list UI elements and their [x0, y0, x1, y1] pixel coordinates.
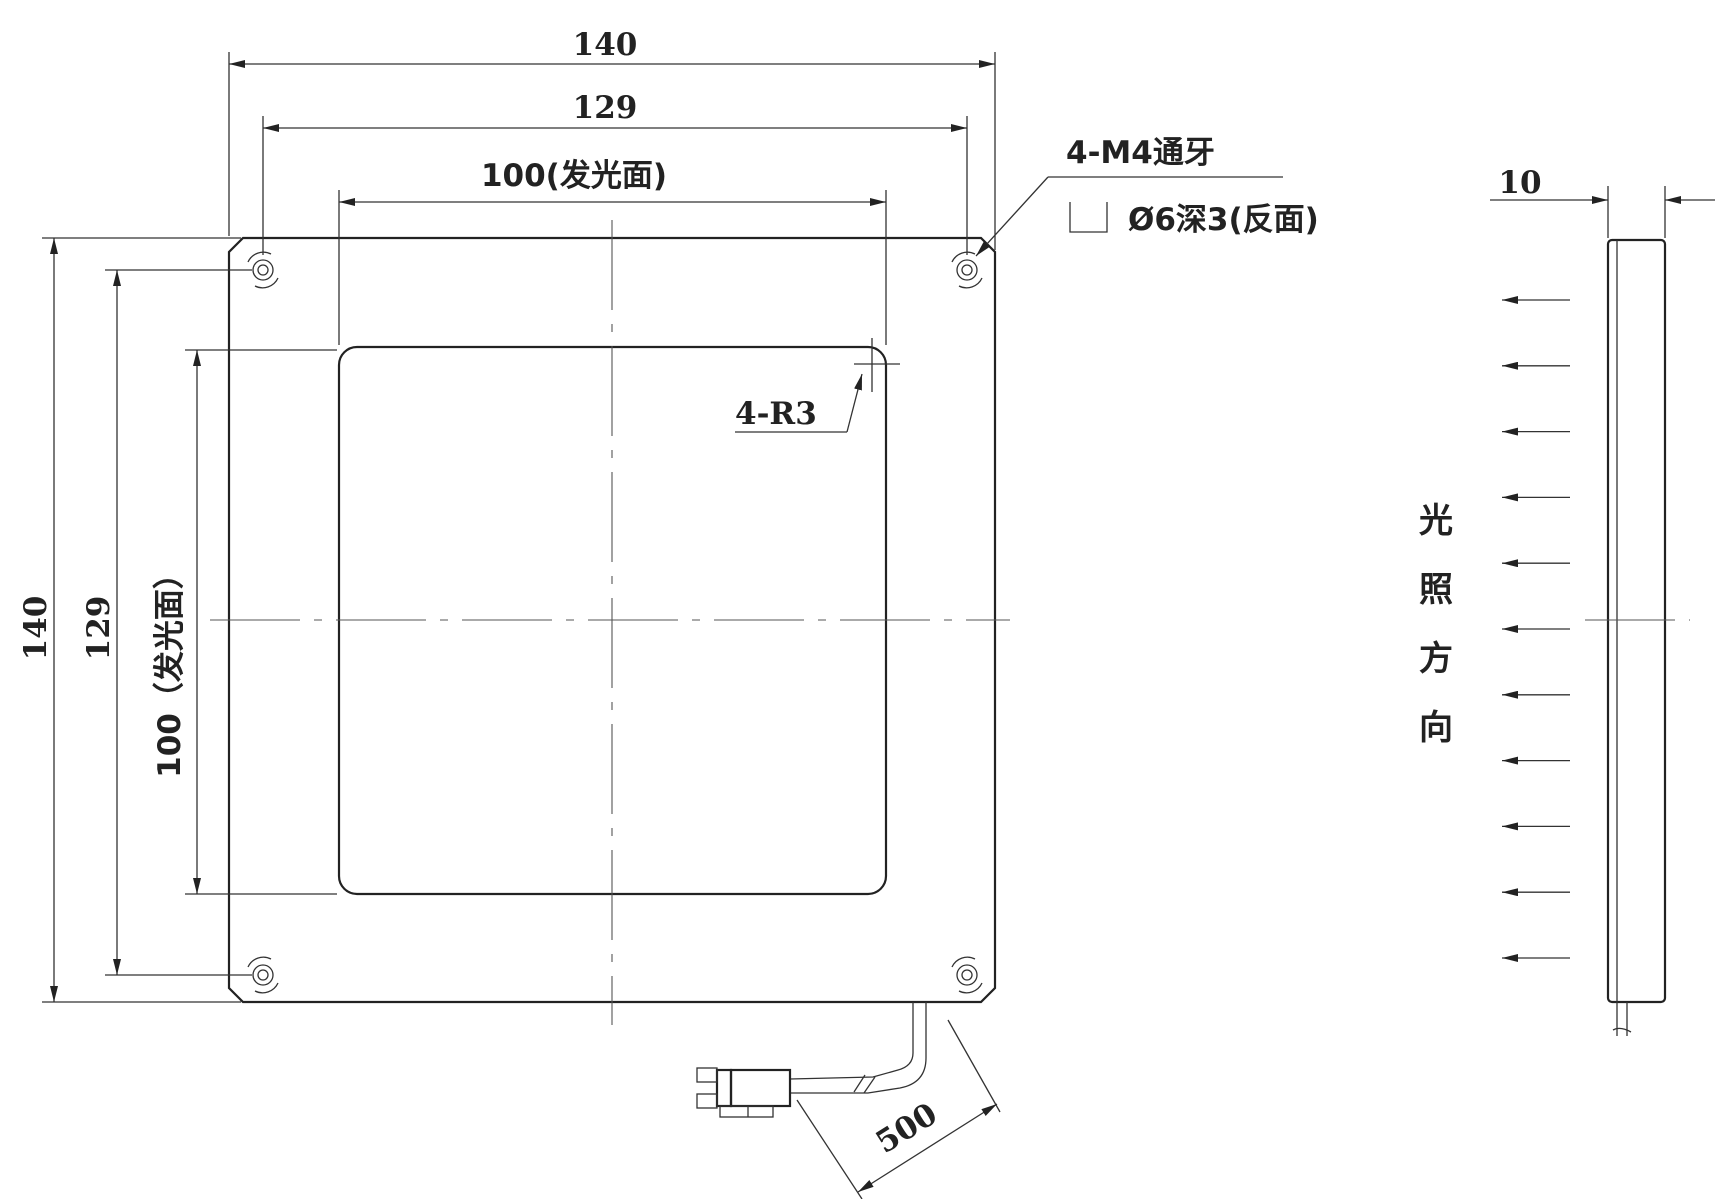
dim-height-holes-label: 129: [81, 596, 117, 661]
front-view: 140 129 100(发光面) 140 129: [18, 27, 1319, 1199]
dim-width-holes-label: 129: [573, 90, 638, 126]
dim-width-holes: 129: [262, 90, 968, 255]
counterbore-note: Ø6深3(反面): [1128, 202, 1319, 238]
side-profile: [1606, 238, 1667, 1004]
light-direction-label: 光 照 方 向: [1419, 501, 1453, 748]
dim-width-outer-label: 140: [573, 27, 638, 63]
dim-height-emitting-label: 100（发光面）: [152, 558, 188, 778]
callout-thread: 4-M4通牙 Ø6深3(反面): [975, 135, 1319, 257]
side-view: 10 光 照 方 向: [1419, 165, 1715, 1036]
light-direction-char-2: 照: [1419, 570, 1453, 610]
dim-cable-length: 500: [796, 1019, 1001, 1199]
thickness-label: 10: [1498, 165, 1541, 201]
dim-width-outer: 140: [228, 27, 996, 250]
cable: [789, 1002, 927, 1094]
corner-radius-label: 4-R3: [735, 396, 817, 432]
cable-length-label: 500: [870, 1096, 944, 1161]
connector: [696, 1067, 792, 1118]
mounting-hole-bottom-left: [247, 956, 279, 994]
mounting-hole-bottom-right: [951, 956, 983, 994]
dim-thickness: 10: [1490, 165, 1715, 238]
mounting-hole-top-right: [951, 251, 983, 289]
dim-width-emitting: 100(发光面): [338, 158, 887, 345]
light-direction-char-3: 方: [1419, 639, 1453, 679]
dim-height-holes: 129: [81, 269, 252, 976]
light-direction-char-1: 光: [1419, 501, 1453, 541]
light-direction-char-4: 向: [1419, 708, 1453, 748]
light-arrows: [1502, 296, 1570, 962]
thread-note: 4-M4通牙: [1066, 135, 1215, 171]
dim-height-outer-label: 140: [18, 596, 54, 661]
dim-height-outer: 140: [18, 237, 241, 1003]
counterbore-symbol: [1069, 202, 1108, 233]
dim-height-emitting: 100（发光面）: [152, 349, 337, 895]
callout-corner-radius: 4-R3: [735, 338, 900, 433]
dim-width-emitting-label: 100(发光面): [481, 158, 667, 194]
mounting-hole-top-left: [247, 251, 279, 289]
